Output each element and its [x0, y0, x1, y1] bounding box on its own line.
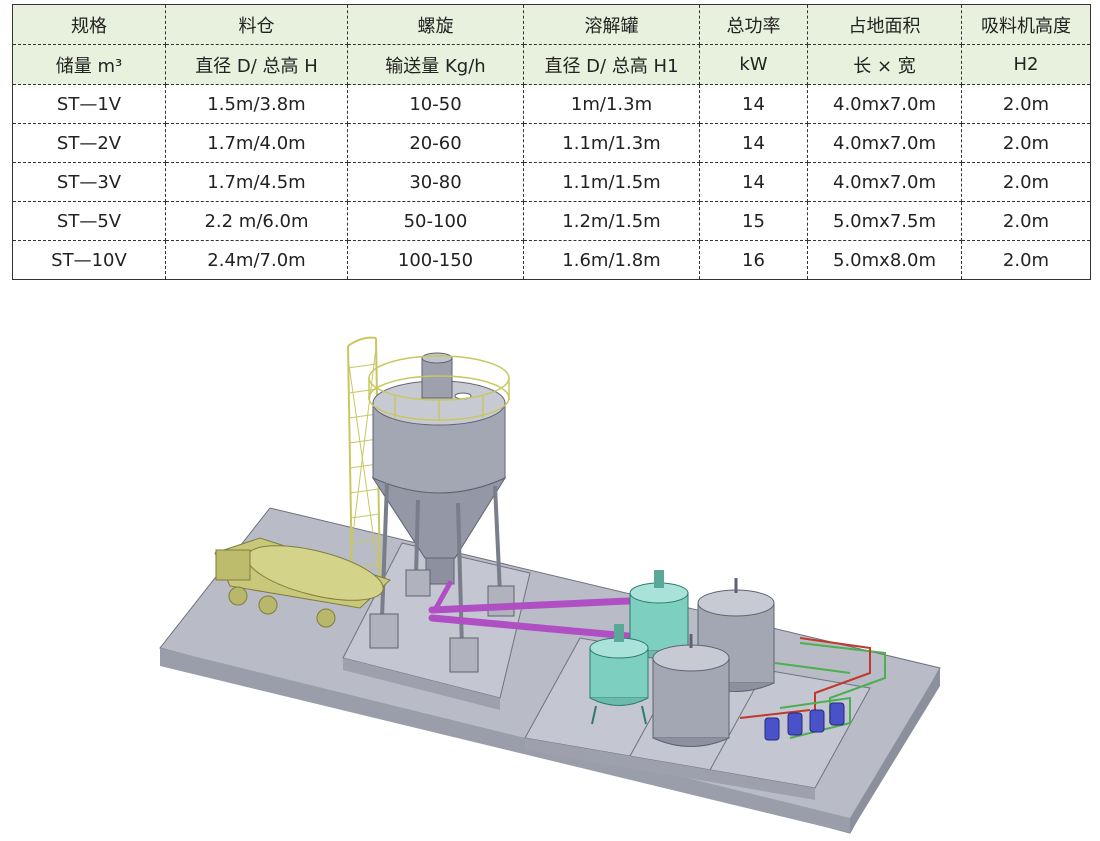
- table-row: ST—3V 1.7m/4.5m 30-80 1.1m/1.5m 14 4.0mx…: [12, 162, 1091, 202]
- table-row: ST—1V 1.5m/3.8m 10-50 1m/1.3m 14 4.0mx7.…: [12, 84, 1091, 124]
- header-cell: 输送量 Kg/h: [347, 44, 524, 85]
- table-cell: 50-100: [347, 201, 524, 241]
- header-cell: 溶解罐: [523, 4, 700, 45]
- table-cell: 10-50: [347, 84, 524, 124]
- table-row: ST—2V 1.7m/4.0m 20-60 1.1m/1.3m 14 4.0mx…: [12, 123, 1091, 163]
- header-row-2: 储量 m³ 直径 D/ 总高 H 输送量 Kg/h 直径 D/ 总高 H1 kW…: [12, 44, 1091, 85]
- table-cell: 1.5m/3.8m: [165, 84, 348, 124]
- table-cell: 1.1m/1.5m: [523, 162, 700, 202]
- top-railing: [368, 355, 510, 421]
- header-row-1: 规格 料仓 螺旋 溶解罐 总功率 占地面积 吸料机高度: [12, 4, 1091, 45]
- header-cell: 总功率: [699, 4, 808, 45]
- plant-3d-illustration: [159, 336, 941, 834]
- spec-table: 规格 料仓 螺旋 溶解罐 总功率 占地面积 吸料机高度 储量 m³ 直径 D/ …: [12, 4, 1091, 280]
- table-cell: 2.0m: [961, 162, 1091, 202]
- table-cell: 1.7m/4.5m: [165, 162, 348, 202]
- header-cell: 规格: [12, 4, 166, 45]
- table-cell: 5.0mx7.5m: [807, 201, 962, 241]
- table-cell: ST—3V: [12, 162, 166, 202]
- screw-conveyor: [428, 580, 654, 640]
- header-cell: kW: [699, 44, 808, 85]
- table-cell: 5.0mx8.0m: [807, 240, 962, 280]
- header-cell: 料仓: [165, 4, 348, 45]
- table-cell: 4.0mx7.0m: [807, 123, 962, 163]
- table-cell: 2.4m/7.0m: [165, 240, 348, 280]
- table-cell: 14: [699, 162, 808, 202]
- table-cell: 4.0mx7.0m: [807, 162, 962, 202]
- table-cell: ST—10V: [12, 240, 166, 280]
- table-cell: 1.7m/4.0m: [165, 123, 348, 163]
- table-cell: 15: [699, 201, 808, 241]
- table-cell: 1m/1.3m: [523, 84, 700, 124]
- header-cell: 占地面积: [807, 4, 962, 45]
- table-cell: 1.6m/1.8m: [523, 240, 700, 280]
- table-cell: 1.2m/1.5m: [523, 201, 700, 241]
- header-cell: 螺旋: [347, 4, 524, 45]
- table-cell: 30-80: [347, 162, 524, 202]
- table-cell: 2.0m: [961, 123, 1091, 163]
- table-cell: 2.0m: [961, 201, 1091, 241]
- table-cell: 100-150: [347, 240, 524, 280]
- table-cell: 16: [699, 240, 808, 280]
- table-row: ST—10V 2.4m/7.0m 100-150 1.6m/1.8m 16 5.…: [12, 240, 1091, 280]
- table-cell: 2.0m: [961, 240, 1091, 280]
- table-cell: 1.1m/1.3m: [523, 123, 700, 163]
- header-cell: H2: [961, 44, 1091, 85]
- table-cell: ST—5V: [12, 201, 166, 241]
- table-cell: 2.0m: [961, 84, 1091, 124]
- table-cell: 14: [699, 84, 808, 124]
- dissolving-tank: [589, 624, 649, 725]
- header-cell: 直径 D/ 总高 H1: [523, 44, 700, 85]
- table-cell: 20-60: [347, 123, 524, 163]
- table-cell: 2.2 m/6.0m: [165, 201, 348, 241]
- header-cell: 储量 m³: [12, 44, 166, 85]
- header-cell: 吸料机高度: [961, 4, 1091, 45]
- table-cell: ST—2V: [12, 123, 166, 163]
- header-cell: 长 × 宽: [807, 44, 962, 85]
- pump-group: [764, 702, 845, 741]
- table-cell: ST—1V: [12, 84, 166, 124]
- tanker-truck: [214, 537, 391, 628]
- piping-manifold: [739, 637, 886, 739]
- storage-tank: [652, 634, 730, 747]
- table-cell: 14: [699, 123, 808, 163]
- table-row: ST—5V 2.2 m/6.0m 50-100 1.2m/1.5m 15 5.0…: [12, 201, 1091, 241]
- table-cell: 4.0mx7.0m: [807, 84, 962, 124]
- header-cell: 直径 D/ 总高 H: [165, 44, 348, 85]
